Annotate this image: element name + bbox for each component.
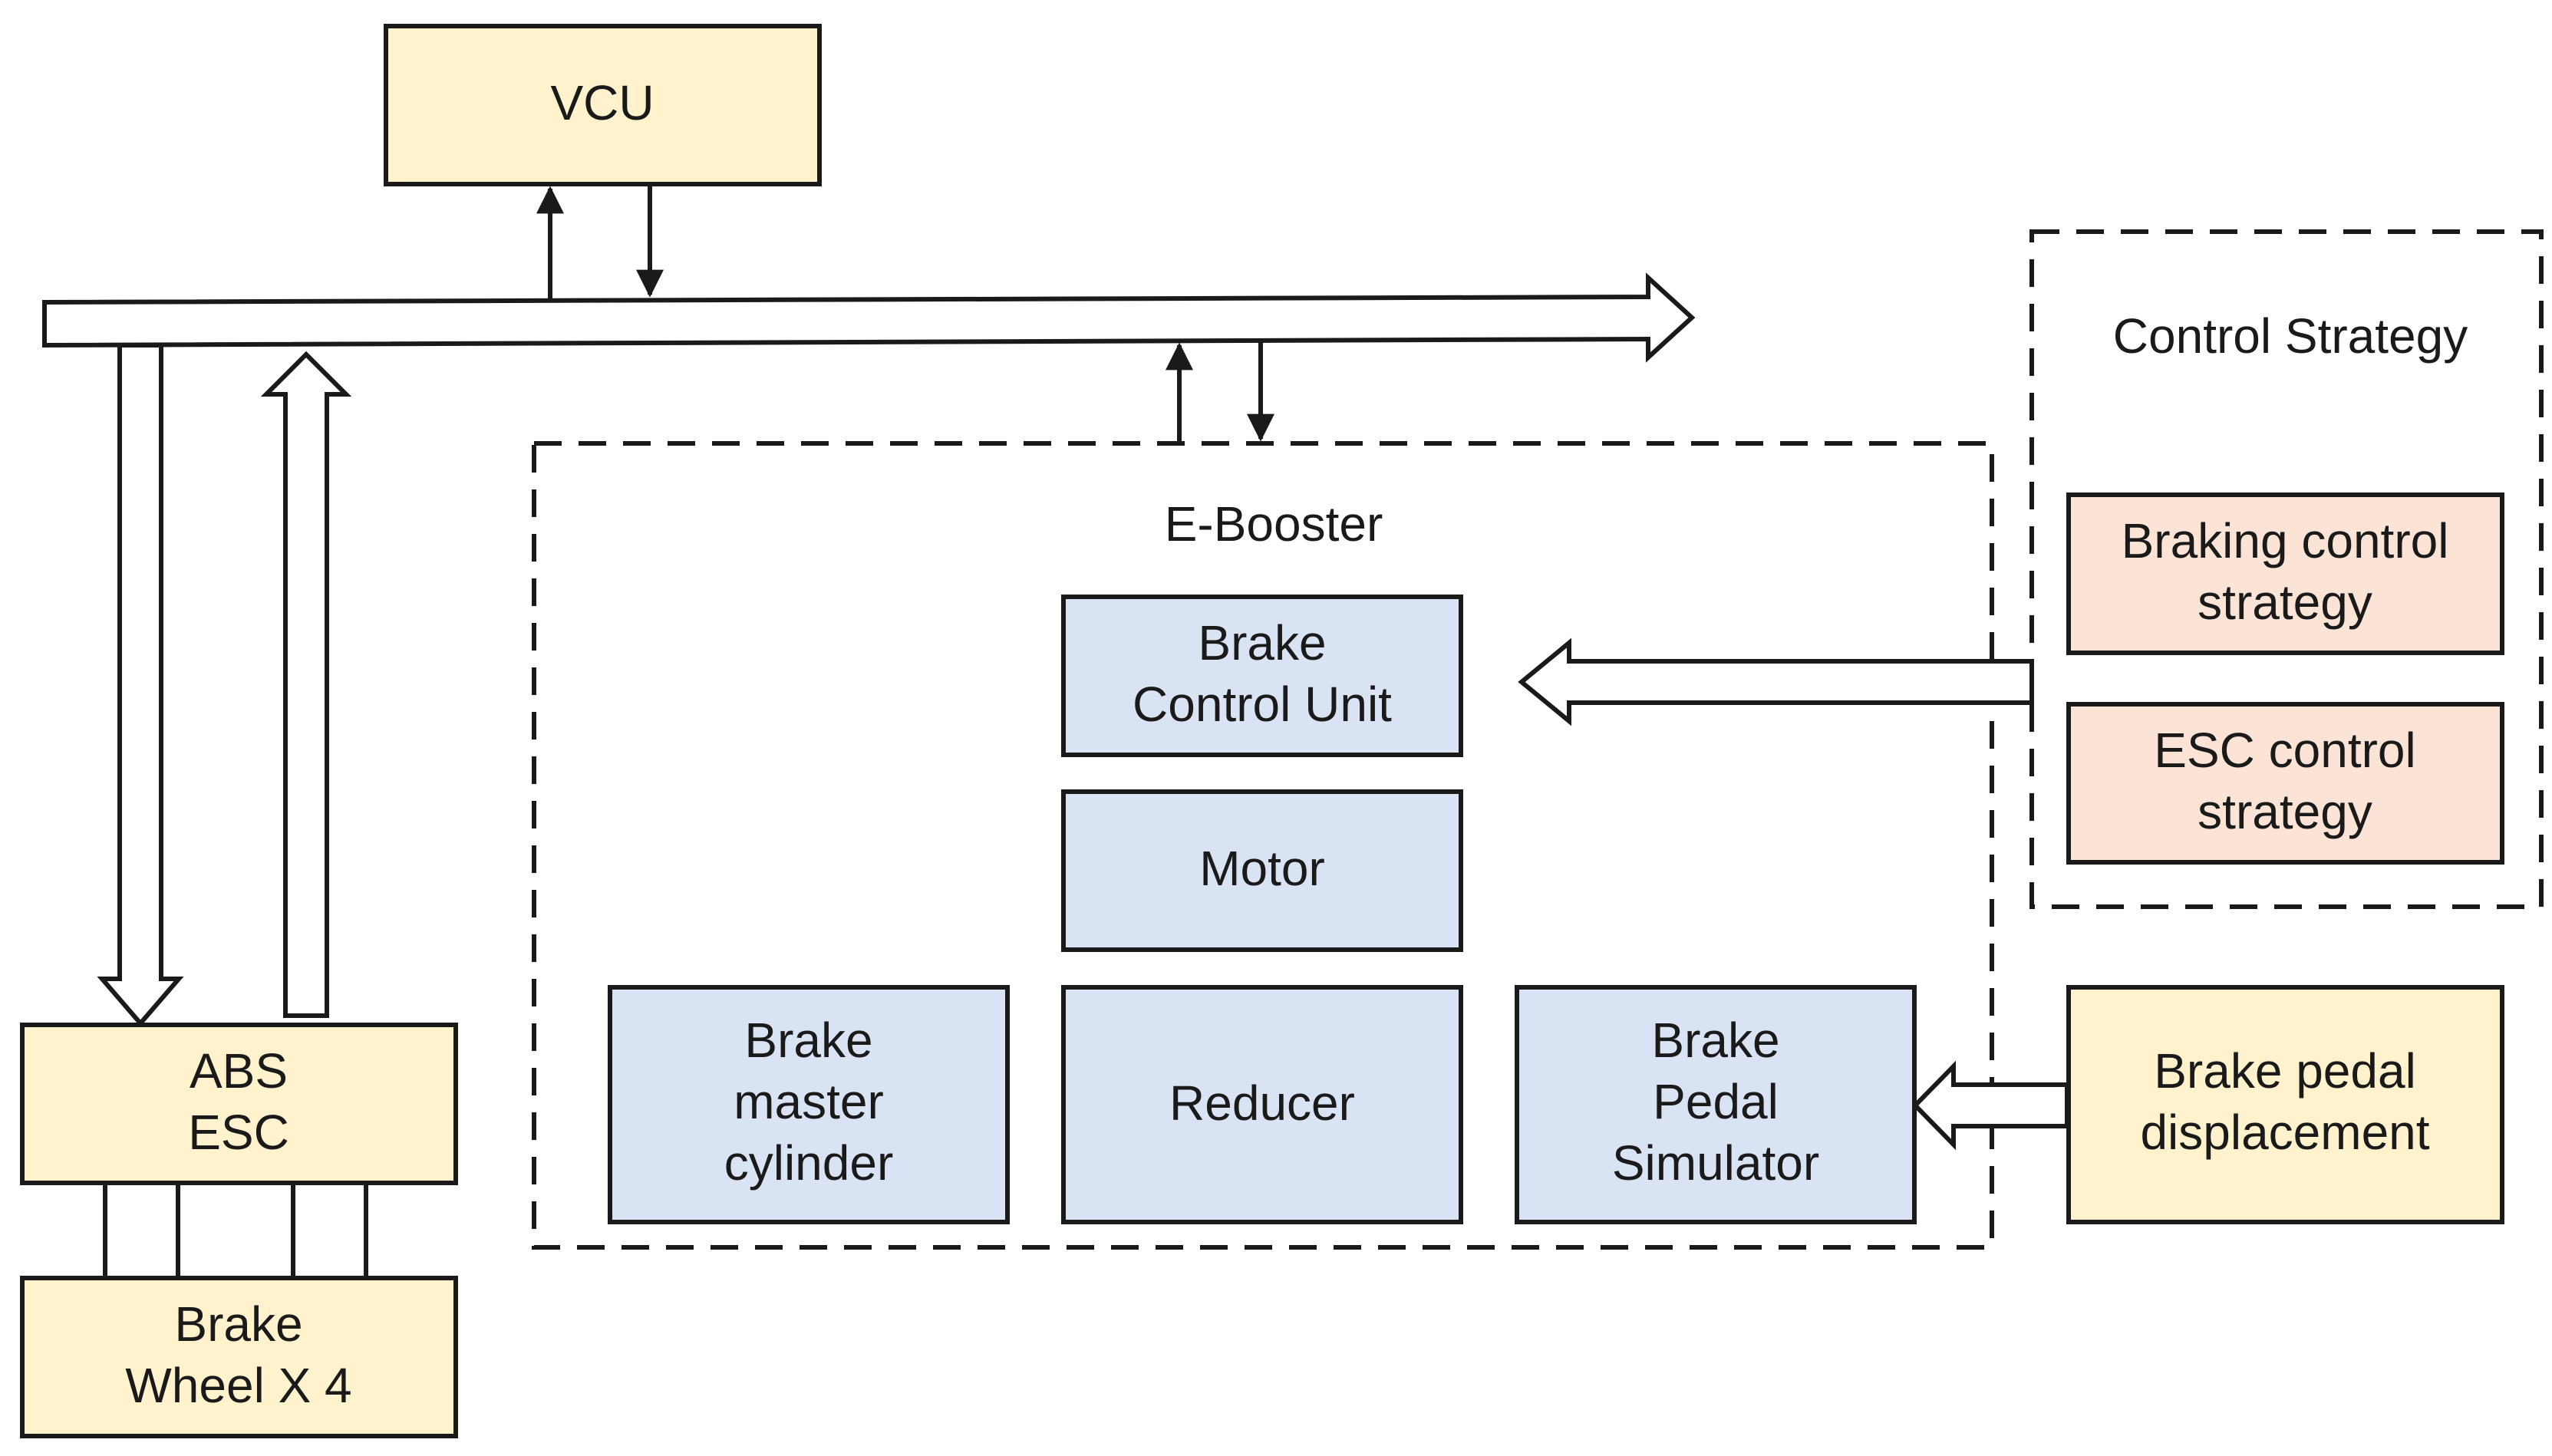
e-booster-title: E-Booster bbox=[1165, 496, 1383, 552]
abs-esc-to-bus-arrow bbox=[260, 351, 352, 1018]
bus-to-abs-esc-arrow bbox=[97, 343, 184, 1027]
brake-master-cylinder-label: Brake master cylinder bbox=[724, 1013, 894, 1191]
communication-bus-arrow bbox=[42, 272, 1696, 363]
svg-text:Pedal: Pedal bbox=[1653, 1074, 1779, 1129]
reducer-box bbox=[1061, 985, 1463, 1224]
motor-label: Motor bbox=[1199, 841, 1325, 896]
braking-control-strategy-box bbox=[2066, 492, 2504, 655]
svg-text:cylinder: cylinder bbox=[724, 1135, 894, 1191]
svg-text:strategy: strategy bbox=[2198, 575, 2372, 630]
brake-control-unit-label: Brake Control Unit bbox=[1133, 615, 1392, 732]
abs-to-wheel-connectors bbox=[103, 1183, 368, 1278]
brake-pedal-simulator-box bbox=[1515, 985, 1917, 1224]
esc-control-strategy-box bbox=[2066, 702, 2504, 865]
strategy-to-control-unit-arrow bbox=[1518, 637, 2034, 726]
reducer-label: Reducer bbox=[1169, 1076, 1355, 1131]
svg-text:VCU: VCU bbox=[550, 75, 654, 130]
svg-text:Reducer: Reducer bbox=[1169, 1076, 1355, 1131]
svg-text:Brake: Brake bbox=[1198, 615, 1326, 670]
svg-text:Control Unit: Control Unit bbox=[1133, 677, 1392, 732]
esc-control-strategy-label: ESC control strategy bbox=[2154, 723, 2415, 839]
control-strategy-group: Control Strategy bbox=[2029, 229, 2544, 909]
brake-wheel-box bbox=[20, 1276, 458, 1438]
brake-wheel-label: Brake Wheel X 4 bbox=[125, 1296, 351, 1413]
motor-box bbox=[1061, 789, 1463, 952]
brake-master-cylinder-box bbox=[608, 985, 1010, 1224]
svg-text:ABS: ABS bbox=[190, 1043, 288, 1099]
vcu-label: VCU bbox=[550, 75, 654, 130]
svg-text:strategy: strategy bbox=[2198, 784, 2372, 839]
svg-text:ESC control: ESC control bbox=[2154, 723, 2415, 778]
svg-text:Brake pedal: Brake pedal bbox=[2154, 1043, 2416, 1099]
brake-control-unit-box bbox=[1061, 595, 1463, 757]
braking-control-strategy-label: Braking control strategy bbox=[2122, 513, 2449, 630]
control-strategy-title: Control Strategy bbox=[2113, 308, 2468, 364]
svg-text:Braking control: Braking control bbox=[2122, 513, 2449, 568]
abs-esc-label: ABS ESC bbox=[188, 1043, 289, 1160]
svg-text:Motor: Motor bbox=[1199, 841, 1325, 896]
brake-pedal-displacement-box bbox=[2066, 985, 2504, 1224]
svg-text:ESC: ESC bbox=[188, 1105, 289, 1160]
brake-pedal-simulator-label: Brake Pedal Simulator bbox=[1612, 1013, 1819, 1191]
pedal-displacement-to-simulator-arrow bbox=[1911, 1060, 2069, 1151]
svg-text:Brake: Brake bbox=[1651, 1013, 1779, 1068]
svg-text:Wheel X 4: Wheel X 4 bbox=[125, 1358, 351, 1413]
svg-text:master: master bbox=[734, 1074, 884, 1129]
svg-text:Brake: Brake bbox=[174, 1296, 302, 1352]
svg-text:Brake: Brake bbox=[744, 1013, 872, 1068]
brake-pedal-displacement-label: Brake pedal displacement bbox=[2140, 1043, 2429, 1160]
svg-text:displacement: displacement bbox=[2140, 1105, 2429, 1160]
abs-esc-box bbox=[20, 1023, 458, 1185]
vcu-box bbox=[384, 24, 822, 186]
svg-text:Simulator: Simulator bbox=[1612, 1135, 1819, 1191]
e-booster-group: E-Booster bbox=[532, 441, 1994, 1250]
